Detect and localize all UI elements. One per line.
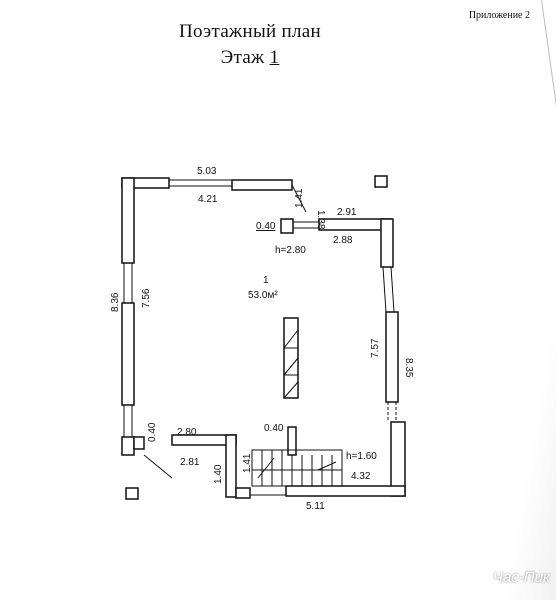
wall-notch [280,218,294,234]
column-diagonal [283,357,299,376]
dim-top-outer: 5.03 [197,166,217,177]
porch-step [235,487,251,499]
wall-left-middle [121,302,135,406]
staircase [251,449,343,487]
dim-stair-height: h=1.60 [346,451,377,462]
dim-porch-top-inner: 2.81 [180,457,200,468]
column-diagonal [283,381,299,399]
dim-top-inner: 4.21 [198,194,218,205]
dim-stair-thickness: 0.40 [264,423,284,434]
window-right-line [382,266,387,313]
dim-right-top-outer: 2.91 [337,207,357,218]
dim-notch-b: 1.38 [315,210,326,230]
marker-square [374,175,388,188]
floor-heading: Этаж 1 [0,47,500,69]
dim-right-outer: 8.35 [403,358,414,378]
interior-column [283,317,299,399]
stair-arrow [317,461,337,471]
floor-number: 1 [269,47,280,68]
dim-porch-depth: 1.40 [213,464,224,484]
dim-notch-a: 1.41 [294,188,305,208]
wall-diagonal [143,454,173,479]
dim-ceiling-height: h=2.80 [275,245,306,256]
dim-left-inner: 7.56 [141,288,152,308]
column-diagonal [283,329,299,349]
wall-top-right-wing [318,218,392,231]
wall-left-lower [121,436,135,456]
appendix-label: Приложение 2 [468,10,530,21]
dim-notch-thickness: 0.40 [256,221,276,232]
room-number: 1 [263,275,269,286]
wall-right-upper [380,218,394,268]
wall-left-upper [121,177,135,264]
dim-stair-width: 1.41 [242,453,253,473]
window-right-line [390,266,395,313]
marker-square [125,487,139,500]
dim-porch-top: 2.80 [177,427,197,438]
watermark: Час-Пик [492,569,550,586]
stair-partition [287,426,297,456]
porch-right-wall [225,434,237,498]
dim-right-top-inner: 2.88 [333,235,353,246]
dim-bottom-right-inner: 4.32 [351,471,371,482]
stair-arrow [257,457,275,479]
wall-top-right [231,179,293,191]
room-area: 53.0м² [248,290,278,301]
dim-bottom-outer: 5.11 [306,501,325,512]
wall-bottom [285,485,406,497]
wall-right-lower [390,421,406,497]
dim-left-outer: 8.36 [110,292,121,312]
floor-label: Этаж [220,47,265,68]
wall-diagonal [291,184,307,213]
plan-title: Поэтажный план [178,21,321,42]
dim-left-bottom-thickness: 0.40 [147,422,158,442]
dim-right-inner: 7.57 [370,338,381,358]
wall-corner-block [133,436,145,450]
wall-right-middle [385,311,399,403]
